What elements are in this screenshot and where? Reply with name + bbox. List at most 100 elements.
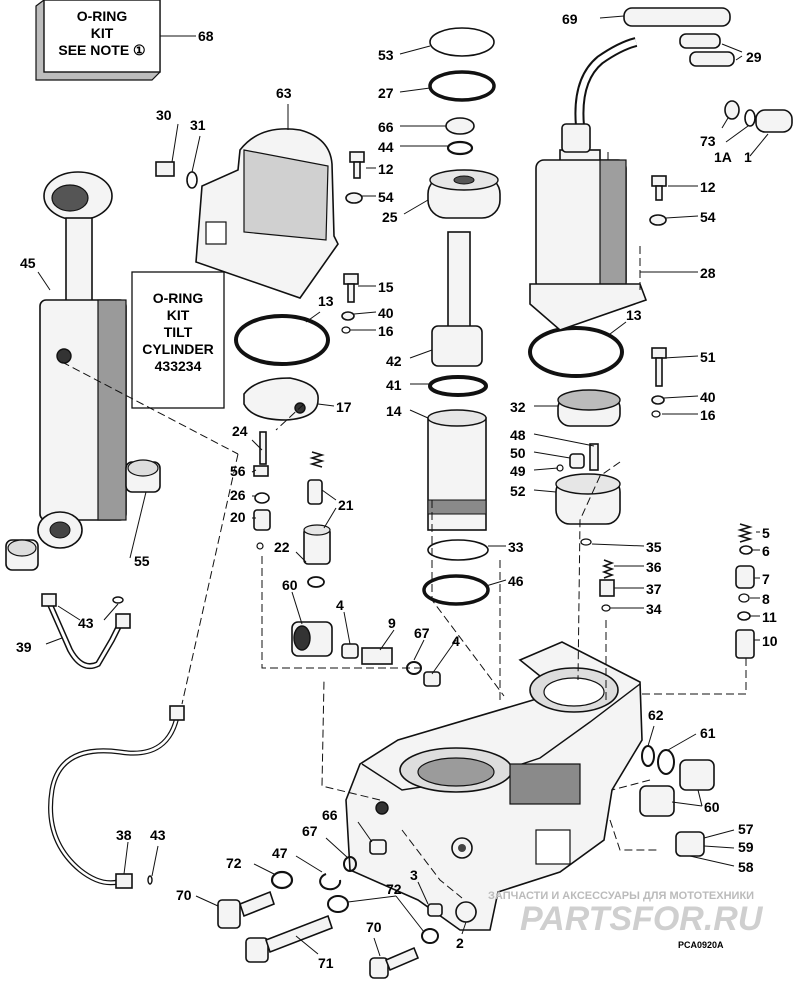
- bushings: [5, 459, 161, 571]
- valve-row: [291, 576, 441, 687]
- note-line-3: SEE NOTE ①: [58, 42, 146, 58]
- callout: 73: [700, 133, 716, 149]
- callout: 48: [510, 427, 526, 443]
- callout: 38: [116, 827, 132, 843]
- note-box-number: 68: [198, 28, 214, 44]
- note-line-1: O-RING: [76, 8, 128, 24]
- o-ring-13-left: [234, 314, 330, 366]
- callout: 66: [378, 119, 394, 135]
- valve-21: [303, 451, 331, 565]
- callout: 72: [386, 881, 402, 897]
- callout: 16: [700, 407, 716, 423]
- right-small-parts: [649, 175, 667, 418]
- tilt-line-1: O-RING: [152, 290, 204, 306]
- callout: 26: [230, 487, 246, 503]
- tilt-line-3: TILT: [163, 324, 193, 340]
- callout: 21: [338, 497, 354, 513]
- callout: 61: [700, 725, 716, 741]
- callout: 7: [762, 571, 770, 587]
- check-valve-parts: [580, 538, 615, 612]
- callout: 44: [378, 139, 394, 155]
- hose-line: [48, 705, 185, 889]
- watermark-brand: PARTSFOR.RU: [520, 900, 763, 938]
- callout: 27: [378, 85, 394, 101]
- callout: 49: [510, 463, 526, 479]
- callout: 58: [738, 859, 754, 875]
- o-ring-13-right: [528, 326, 624, 378]
- tilt-line-2: KIT: [166, 307, 190, 323]
- callout: 72: [226, 855, 242, 871]
- callout: 57: [738, 821, 754, 837]
- callout: 25: [382, 209, 398, 225]
- manual-release-parts: [253, 431, 271, 550]
- callout: 31: [190, 117, 206, 133]
- bottom-hardware: [217, 839, 477, 979]
- callout: 28: [700, 265, 716, 281]
- callout: 54: [378, 189, 394, 205]
- callout: 52: [510, 483, 526, 499]
- callout: 50: [510, 445, 526, 461]
- o-ring-33: [427, 539, 489, 561]
- callout: 12: [378, 161, 394, 177]
- callout: 20: [230, 509, 246, 525]
- callout: 11: [762, 609, 777, 625]
- tilt-cylinder: [37, 171, 127, 549]
- callout-labels: 69 29 53 27 66 44 12 54 25 73 1A 1 12 54…: [16, 11, 778, 971]
- tube-assembly: [41, 593, 131, 670]
- callout: 39: [16, 639, 32, 655]
- callout: 40: [700, 389, 716, 405]
- callout: 46: [508, 573, 524, 589]
- screw-15-stack: [341, 273, 359, 334]
- callout: 71: [318, 955, 334, 971]
- plate: [243, 377, 319, 421]
- note-box: [35, 0, 196, 81]
- callout: 67: [302, 823, 318, 839]
- callout: 70: [176, 887, 192, 903]
- o-ring-46: [422, 574, 490, 606]
- callout: 53: [378, 47, 394, 63]
- callout: 59: [738, 839, 754, 855]
- valve-assembly: [555, 389, 621, 525]
- callout: 43: [150, 827, 166, 843]
- callout: 67: [414, 625, 430, 641]
- callout: 56: [230, 463, 246, 479]
- callout: 14: [386, 403, 402, 419]
- callout: 17: [336, 399, 352, 415]
- callout: 22: [274, 539, 290, 555]
- callout: 60: [704, 799, 720, 815]
- callout: 16: [378, 323, 394, 339]
- callout: 36: [646, 559, 662, 575]
- callout: 24: [232, 423, 248, 439]
- center-column-top: [345, 27, 501, 219]
- fill-screw: [155, 161, 198, 189]
- callout: 1: [744, 149, 752, 165]
- callout: 60: [282, 577, 298, 593]
- callout: 13: [318, 293, 334, 309]
- callout: 29: [746, 49, 762, 65]
- callout: 40: [378, 305, 394, 321]
- callout: 2: [456, 935, 464, 951]
- callout: 32: [510, 399, 526, 415]
- callout: 1A: [714, 149, 732, 165]
- callout: 37: [646, 581, 662, 597]
- callout: 35: [646, 539, 662, 555]
- callout: 5: [762, 525, 770, 541]
- callout: 9: [388, 615, 396, 631]
- callout: 30: [156, 107, 172, 123]
- callout: 10: [762, 633, 778, 649]
- note-line-2: KIT: [90, 25, 114, 41]
- callout: 43: [78, 615, 94, 631]
- callout: 70: [366, 919, 382, 935]
- callout: 51: [700, 349, 716, 365]
- side-plugs: [639, 745, 715, 857]
- note-box-text: O-RING KIT SEE NOTE ①: [44, 8, 160, 59]
- callout: 15: [378, 279, 394, 295]
- callout: 3: [410, 867, 418, 883]
- callout: 45: [20, 255, 36, 271]
- diagram-code: PCA0920A: [678, 940, 724, 950]
- callout: 54: [700, 209, 716, 225]
- tilt-kit-box: [131, 271, 225, 409]
- callout: 47: [272, 845, 288, 861]
- callout: 34: [646, 601, 662, 617]
- callout: 4: [336, 597, 344, 613]
